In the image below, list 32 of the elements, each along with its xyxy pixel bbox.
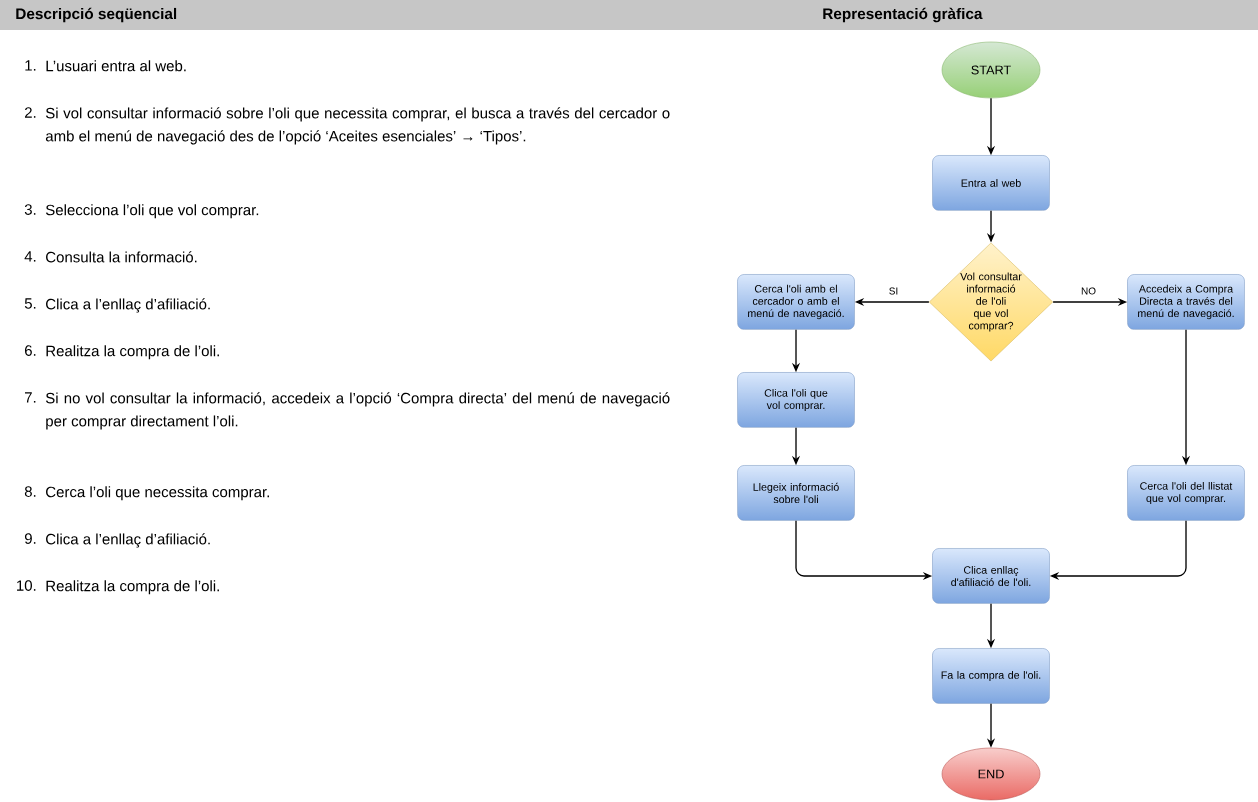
process-box: Entra al web bbox=[932, 155, 1050, 211]
process-box: Cerca l'oli del llistat que vol comprar. bbox=[1127, 465, 1245, 521]
process-box: Fa la compra de l'oli. bbox=[932, 648, 1050, 704]
process-box: Cerca l'oli amb el cercador o amb el menú de navegació. bbox=[737, 274, 855, 330]
list-number: 7. bbox=[25, 392, 36, 403]
column-heading: Representació gràfica bbox=[823, 7, 983, 23]
process-box: Accedeix a Compra Directa a través del menú de navegació. bbox=[1127, 274, 1245, 330]
list-number: 8. bbox=[24, 486, 36, 497]
list-item-text: Clica a l’enllaç d’afiliació. bbox=[46, 298, 210, 313]
edge-label: SI bbox=[887, 286, 900, 296]
list-number: 1. bbox=[25, 60, 36, 71]
process-box: Clica enllaç d'afiliació de l'oli. bbox=[932, 548, 1050, 604]
list-item-text: Realitza la compra de l’oli. bbox=[46, 345, 219, 360]
list-item-text: Realitza la compra de l’oli. bbox=[46, 580, 219, 595]
list-item-text: Consulta la informació. bbox=[46, 251, 197, 263]
process-box: Llegeix informació sobre l'oli bbox=[737, 465, 855, 521]
list-number: 6. bbox=[25, 345, 36, 356]
list-item-text: L’usuari entra al web. bbox=[46, 60, 186, 72]
list-item-text: Si vol consultar informació sobre l’oli que necessita comprar, el busca a través del cercador o amb el menú de navegació des de l’opció ‘Aceites esenciales’ → ‘Tipos’. bbox=[45, 107, 670, 145]
list-number: 10. bbox=[17, 580, 36, 591]
list-item-text: Si no vol consultar la informació, accedeix a l’opció ‘Compra directa’ del menú de navegació per comprar directament l’oli. bbox=[45, 392, 670, 430]
process-box: Clica l'oli que vol comprar. bbox=[737, 372, 855, 428]
column-heading: Descripció seqüencial bbox=[16, 7, 177, 23]
list-item-text: Clica a l’enllaç d’afiliació. bbox=[46, 533, 210, 548]
list-item-text: Cerca l’oli que necessita comprar. bbox=[46, 486, 269, 501]
edge-label: NO bbox=[1079, 286, 1098, 296]
list-item-text: Selecciona l’oli que vol comprar. bbox=[45, 204, 259, 219]
list-number: 3. bbox=[24, 204, 36, 215]
list-number: 2. bbox=[25, 107, 36, 118]
list-number: 4. bbox=[24, 251, 36, 262]
list-number: 9. bbox=[24, 533, 36, 544]
list-number: 5. bbox=[24, 298, 36, 309]
